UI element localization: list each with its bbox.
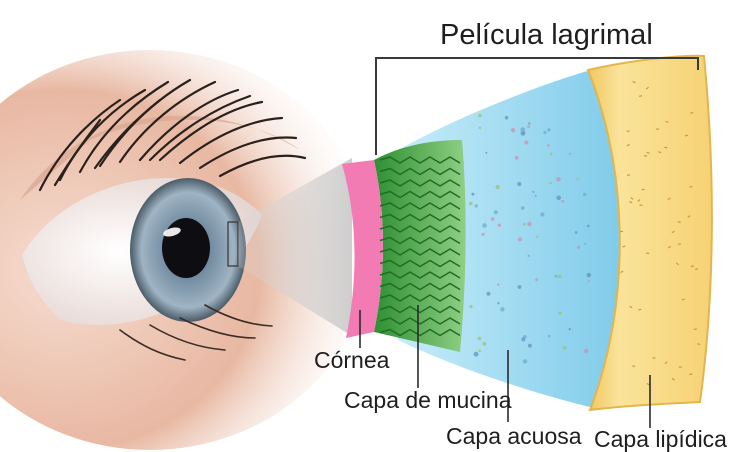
aqueous-particle [569, 153, 571, 155]
aqueous-particle [561, 200, 564, 203]
aqueous-particle [527, 222, 531, 226]
lipid-particle [627, 131, 630, 132]
lipid-particle [639, 205, 642, 206]
label-cornea: Córnea [314, 347, 390, 373]
aqueous-particle [556, 177, 561, 182]
aqueous-particle [521, 206, 525, 210]
aqueous-particle [563, 346, 567, 350]
aqueous-particle [478, 114, 482, 118]
aqueous-particle [558, 275, 562, 279]
aqueous-particle [498, 224, 501, 227]
aqueous-particle [527, 125, 530, 128]
aqueous-particle [478, 337, 482, 341]
aqueous-particle [584, 349, 588, 353]
aqueous-particle [543, 131, 546, 134]
aqueous-particle [523, 359, 527, 363]
aqueous-particle [584, 243, 586, 245]
lipid-particle [644, 155, 647, 156]
aqueous-particle [528, 255, 530, 257]
label-lipid: Capa lipídica [594, 426, 727, 452]
aqueous-particle [569, 328, 571, 330]
aqueous-particle [587, 273, 591, 277]
aqueous-particle [548, 335, 551, 338]
aqueous-particle [550, 153, 553, 156]
lipid-particle [656, 128, 659, 129]
lipid-particle [679, 366, 682, 367]
aqueous-particle [520, 127, 525, 132]
title: Película lagrimal [440, 19, 653, 51]
label-mucin: Capa de mucina [344, 387, 512, 413]
aqueous-particle [587, 225, 590, 228]
aqueous-particle [558, 312, 561, 315]
aqueous-particle [515, 156, 519, 160]
aqueous-particle [540, 212, 544, 216]
aqueous-particle [536, 236, 538, 238]
aqueous-particle [511, 128, 515, 132]
aqueous-particle [534, 195, 536, 197]
aqueous-particle [532, 191, 534, 193]
aqueous-particle [505, 116, 509, 120]
aqueous-particle [483, 342, 487, 346]
aqueous-particle [497, 284, 499, 286]
aqueous-particle [523, 223, 526, 226]
aqueous-particle [518, 237, 522, 241]
aqueous-particle [528, 122, 531, 125]
aqueous-particle [547, 128, 550, 131]
lipid-particle [678, 244, 681, 245]
aqueous-particle [497, 302, 499, 304]
aqueous-particle [482, 233, 485, 236]
aqueous-particle [485, 152, 487, 154]
label-aqueous: Capa acuosa [446, 423, 582, 449]
aqueous-particle [469, 202, 473, 206]
aqueous-particle [517, 182, 521, 186]
aqueous-particle [518, 285, 522, 289]
aqueous-particle [494, 210, 498, 214]
aqueous-particle [478, 350, 481, 353]
aqueous-particle [469, 305, 472, 308]
aqueous-particle [575, 231, 578, 234]
aqueous-particle [479, 127, 482, 130]
lipid-particle [678, 221, 681, 222]
aqueous-particle [588, 280, 590, 282]
pupil [162, 218, 210, 278]
aqueous-particle [521, 337, 525, 341]
aqueous-particle [583, 193, 586, 196]
aqueous-particle [549, 182, 551, 184]
mucin-layer [374, 140, 466, 352]
aqueous-particle [577, 246, 580, 249]
tear-film-layers [342, 56, 712, 410]
aqueous-particle [547, 144, 550, 147]
aqueous-particle [471, 193, 474, 196]
lipid-particle [620, 231, 623, 232]
aqueous-particle [524, 140, 528, 144]
aqueous-particle [555, 275, 558, 278]
aqueous-particle [487, 292, 491, 296]
aqueous-particle [474, 352, 479, 357]
aqueous-particle [482, 223, 487, 228]
aqueous-particle [535, 278, 538, 281]
aqueous-particle [496, 185, 500, 189]
aqueous-particle [491, 217, 495, 221]
aqueous-particle [577, 178, 579, 180]
aqueous-particle [500, 307, 504, 311]
aqueous-particle [528, 344, 532, 348]
aqueous-particle [556, 196, 561, 201]
aqueous-particle [475, 204, 478, 207]
